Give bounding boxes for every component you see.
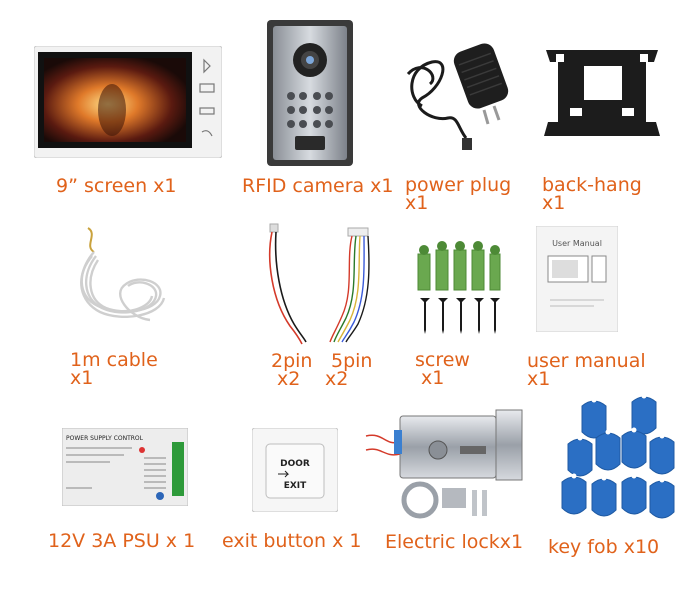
electric-lock-image [364, 406, 532, 526]
key-fob-image [558, 392, 678, 532]
screw-label: screw [415, 349, 470, 371]
five-pin-label: 5pin [331, 350, 373, 372]
camera-label: RFID camera x1 [242, 175, 394, 197]
cable-image [70, 222, 170, 326]
power-plug-qty: x1 [405, 192, 429, 214]
nine-inch-screen-image [34, 46, 222, 158]
back-hang-image [540, 44, 664, 140]
exit-exit-text: EXIT [284, 481, 307, 491]
exit-door-text: DOOR [280, 459, 310, 469]
screw-qty: x1 [421, 367, 445, 389]
cable-qty: x1 [70, 367, 94, 389]
two-pin-label: 2pin [271, 350, 313, 372]
screen-label: 9” screen x1 [56, 175, 177, 197]
psu-panel-title: POWER SUPPLY CONTROL [66, 435, 144, 442]
psu-image: POWER SUPPLY CONTROL [62, 428, 188, 506]
rfid-camera-image [267, 20, 353, 166]
exit-button-label: exit button x 1 [222, 530, 362, 552]
screw-image [410, 240, 504, 336]
pin-wires-image [262, 220, 380, 346]
user-manual-label: user manual [527, 350, 646, 372]
back-hang-label: back-hang [542, 174, 642, 196]
key-fob-label: key fob x10 [548, 536, 660, 558]
power-plug-label: power plug [405, 174, 512, 196]
five-pin-qty: x2 [325, 368, 349, 390]
exit-button-image: DOOR EXIT [252, 428, 338, 512]
two-pin-qty: x2 [277, 368, 301, 390]
user-manual-qty: x1 [527, 368, 551, 390]
user-manual-image: User Manual [536, 226, 618, 332]
cable-label: 1m cable [70, 349, 158, 371]
electric-lock-label: Electric lockx1 [385, 531, 524, 553]
power-plug-image [402, 38, 520, 156]
psu-label: 12V 3A PSU x 1 [48, 530, 196, 552]
back-hang-qty: x1 [542, 192, 566, 214]
manual-cover-title: User Manual [552, 239, 602, 248]
